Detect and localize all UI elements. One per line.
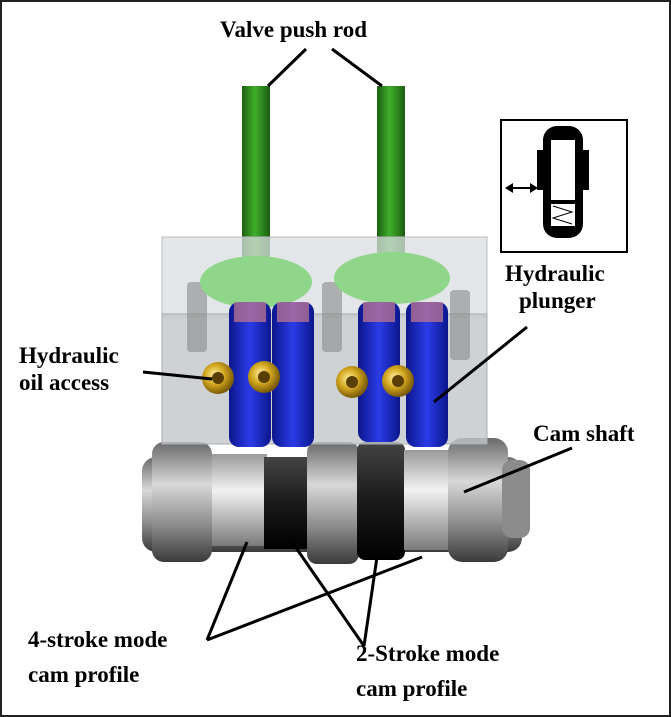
label-4-stroke-cam-profile: 4-stroke mode cam profile — [28, 626, 167, 688]
label-4-stroke-line2: cam profile — [28, 662, 140, 687]
push-rod-right — [377, 86, 405, 266]
camshaft — [142, 438, 530, 564]
leader-lines — [142, 47, 573, 647]
rocker-pad-left — [200, 256, 312, 308]
label-hydraulic-plunger: Hydraulic plunger — [505, 260, 605, 314]
label-2-stroke-cam-profile: 2-Stroke mode cam profile — [356, 640, 499, 702]
label-hydraulic-oil-access: Hydraulic oil access — [19, 342, 119, 396]
label-hydraulic-oil-access-line2: oil access — [19, 370, 110, 395]
label-valve-push-rod: Valve push rod — [220, 17, 368, 42]
label-4-stroke-line1: 4-stroke mode — [28, 627, 168, 652]
cam-profile-4stroke-right — [404, 450, 450, 550]
oil-access-fittings — [202, 361, 414, 398]
label-hydraulic-plunger-line1: Hydraulic — [505, 261, 605, 286]
label-hydraulic-oil-access-line1: Hydraulic — [19, 343, 119, 368]
push-rod-left — [242, 86, 270, 266]
plunger-schematic-inset — [500, 119, 628, 253]
label-2-stroke-line1: 2-Stroke mode — [356, 641, 500, 666]
cam-profile-2stroke-right — [357, 442, 405, 560]
cam-profile-2stroke-left — [264, 457, 308, 549]
hydraulic-plungers — [229, 302, 448, 447]
label-2-stroke-line2: cam profile — [356, 676, 468, 701]
rocker-pad-right — [334, 252, 450, 304]
label-hydraulic-plunger-line2: plunger — [519, 288, 596, 313]
label-cam-shaft: Cam shaft — [533, 421, 635, 446]
